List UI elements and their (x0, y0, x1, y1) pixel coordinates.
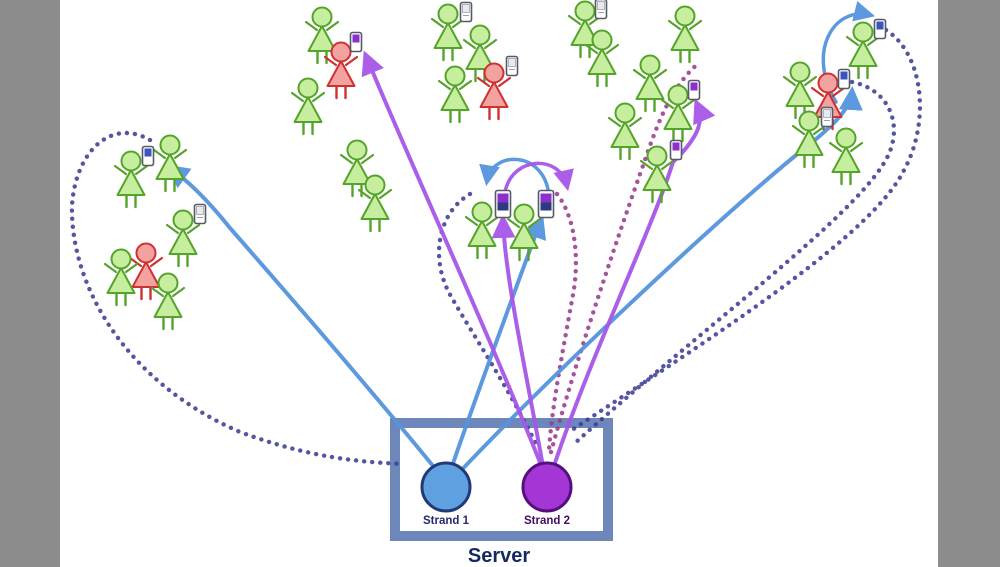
phone-icon (141, 145, 155, 167)
person-figure-green (462, 24, 498, 83)
person-figure-green (464, 189, 512, 260)
phone-icon (494, 189, 512, 219)
person-figure-red (128, 242, 164, 301)
phone-icon (687, 79, 701, 101)
person-figure-green (791, 106, 834, 169)
person-figure-green (165, 203, 207, 268)
person-figure-green (437, 65, 473, 124)
arrow-blue-to-right-cluster (450, 86, 863, 482)
strand2-node (521, 461, 573, 513)
strand2-label: Strand 2 (524, 515, 570, 527)
phone-icon (505, 55, 519, 77)
person-figure-green (152, 134, 188, 193)
person-figure-green (506, 189, 555, 262)
trail-navy-right-outer (569, 27, 923, 433)
person-figure-green (639, 139, 683, 204)
person-figure-green (430, 1, 473, 62)
right-gutter (938, 0, 1000, 567)
arrow-purple-to-topleft-phone (361, 50, 549, 482)
person-figure-green (607, 102, 643, 161)
strand1-node (420, 461, 472, 513)
phone-icon (837, 68, 851, 90)
phone-icon (873, 18, 887, 40)
person-figure-green (290, 77, 326, 136)
person-figure-green (113, 145, 155, 209)
phone-icon (193, 203, 207, 225)
person-figure-green (304, 6, 340, 65)
person-figure-green (667, 5, 703, 64)
left-gutter (0, 0, 60, 567)
person-figure-green (632, 54, 668, 113)
trail-navy-left-loop (69, 130, 407, 467)
person-figure-green (150, 272, 186, 331)
trail-magenta-center-right (546, 191, 579, 453)
arrow-blue-to-center-right-phone (446, 214, 547, 480)
person-figure-green (103, 248, 139, 307)
person-figure-red (323, 31, 363, 100)
phone-icon (459, 1, 473, 23)
person-figure-red (476, 55, 519, 121)
strand1-label: Strand 1 (423, 515, 470, 527)
server-title: Server (468, 545, 530, 567)
phone-icon (349, 31, 363, 53)
arrow-blue-hop-center (479, 157, 551, 198)
arrow-purple-to-center-left-phone (491, 214, 547, 480)
person-figure-green (782, 61, 818, 120)
arrow-purple-hop-center (503, 161, 574, 194)
phone-icon (669, 139, 683, 161)
people-layer (103, 0, 887, 331)
person-figure-green (845, 18, 887, 80)
person-figure-green (828, 127, 864, 186)
trail-navy-right-inner (572, 79, 897, 446)
phone-icon (820, 106, 834, 128)
phone-icon (594, 0, 608, 20)
person-figure-green (357, 174, 393, 233)
arrow-purple-to-ne-cluster (548, 98, 716, 480)
arrow-blue-to-left-cluster (165, 164, 448, 484)
phone-icon (537, 189, 555, 219)
person-figure-green (584, 29, 620, 88)
person-figure-green (660, 79, 701, 143)
person-figure-green (339, 139, 375, 198)
